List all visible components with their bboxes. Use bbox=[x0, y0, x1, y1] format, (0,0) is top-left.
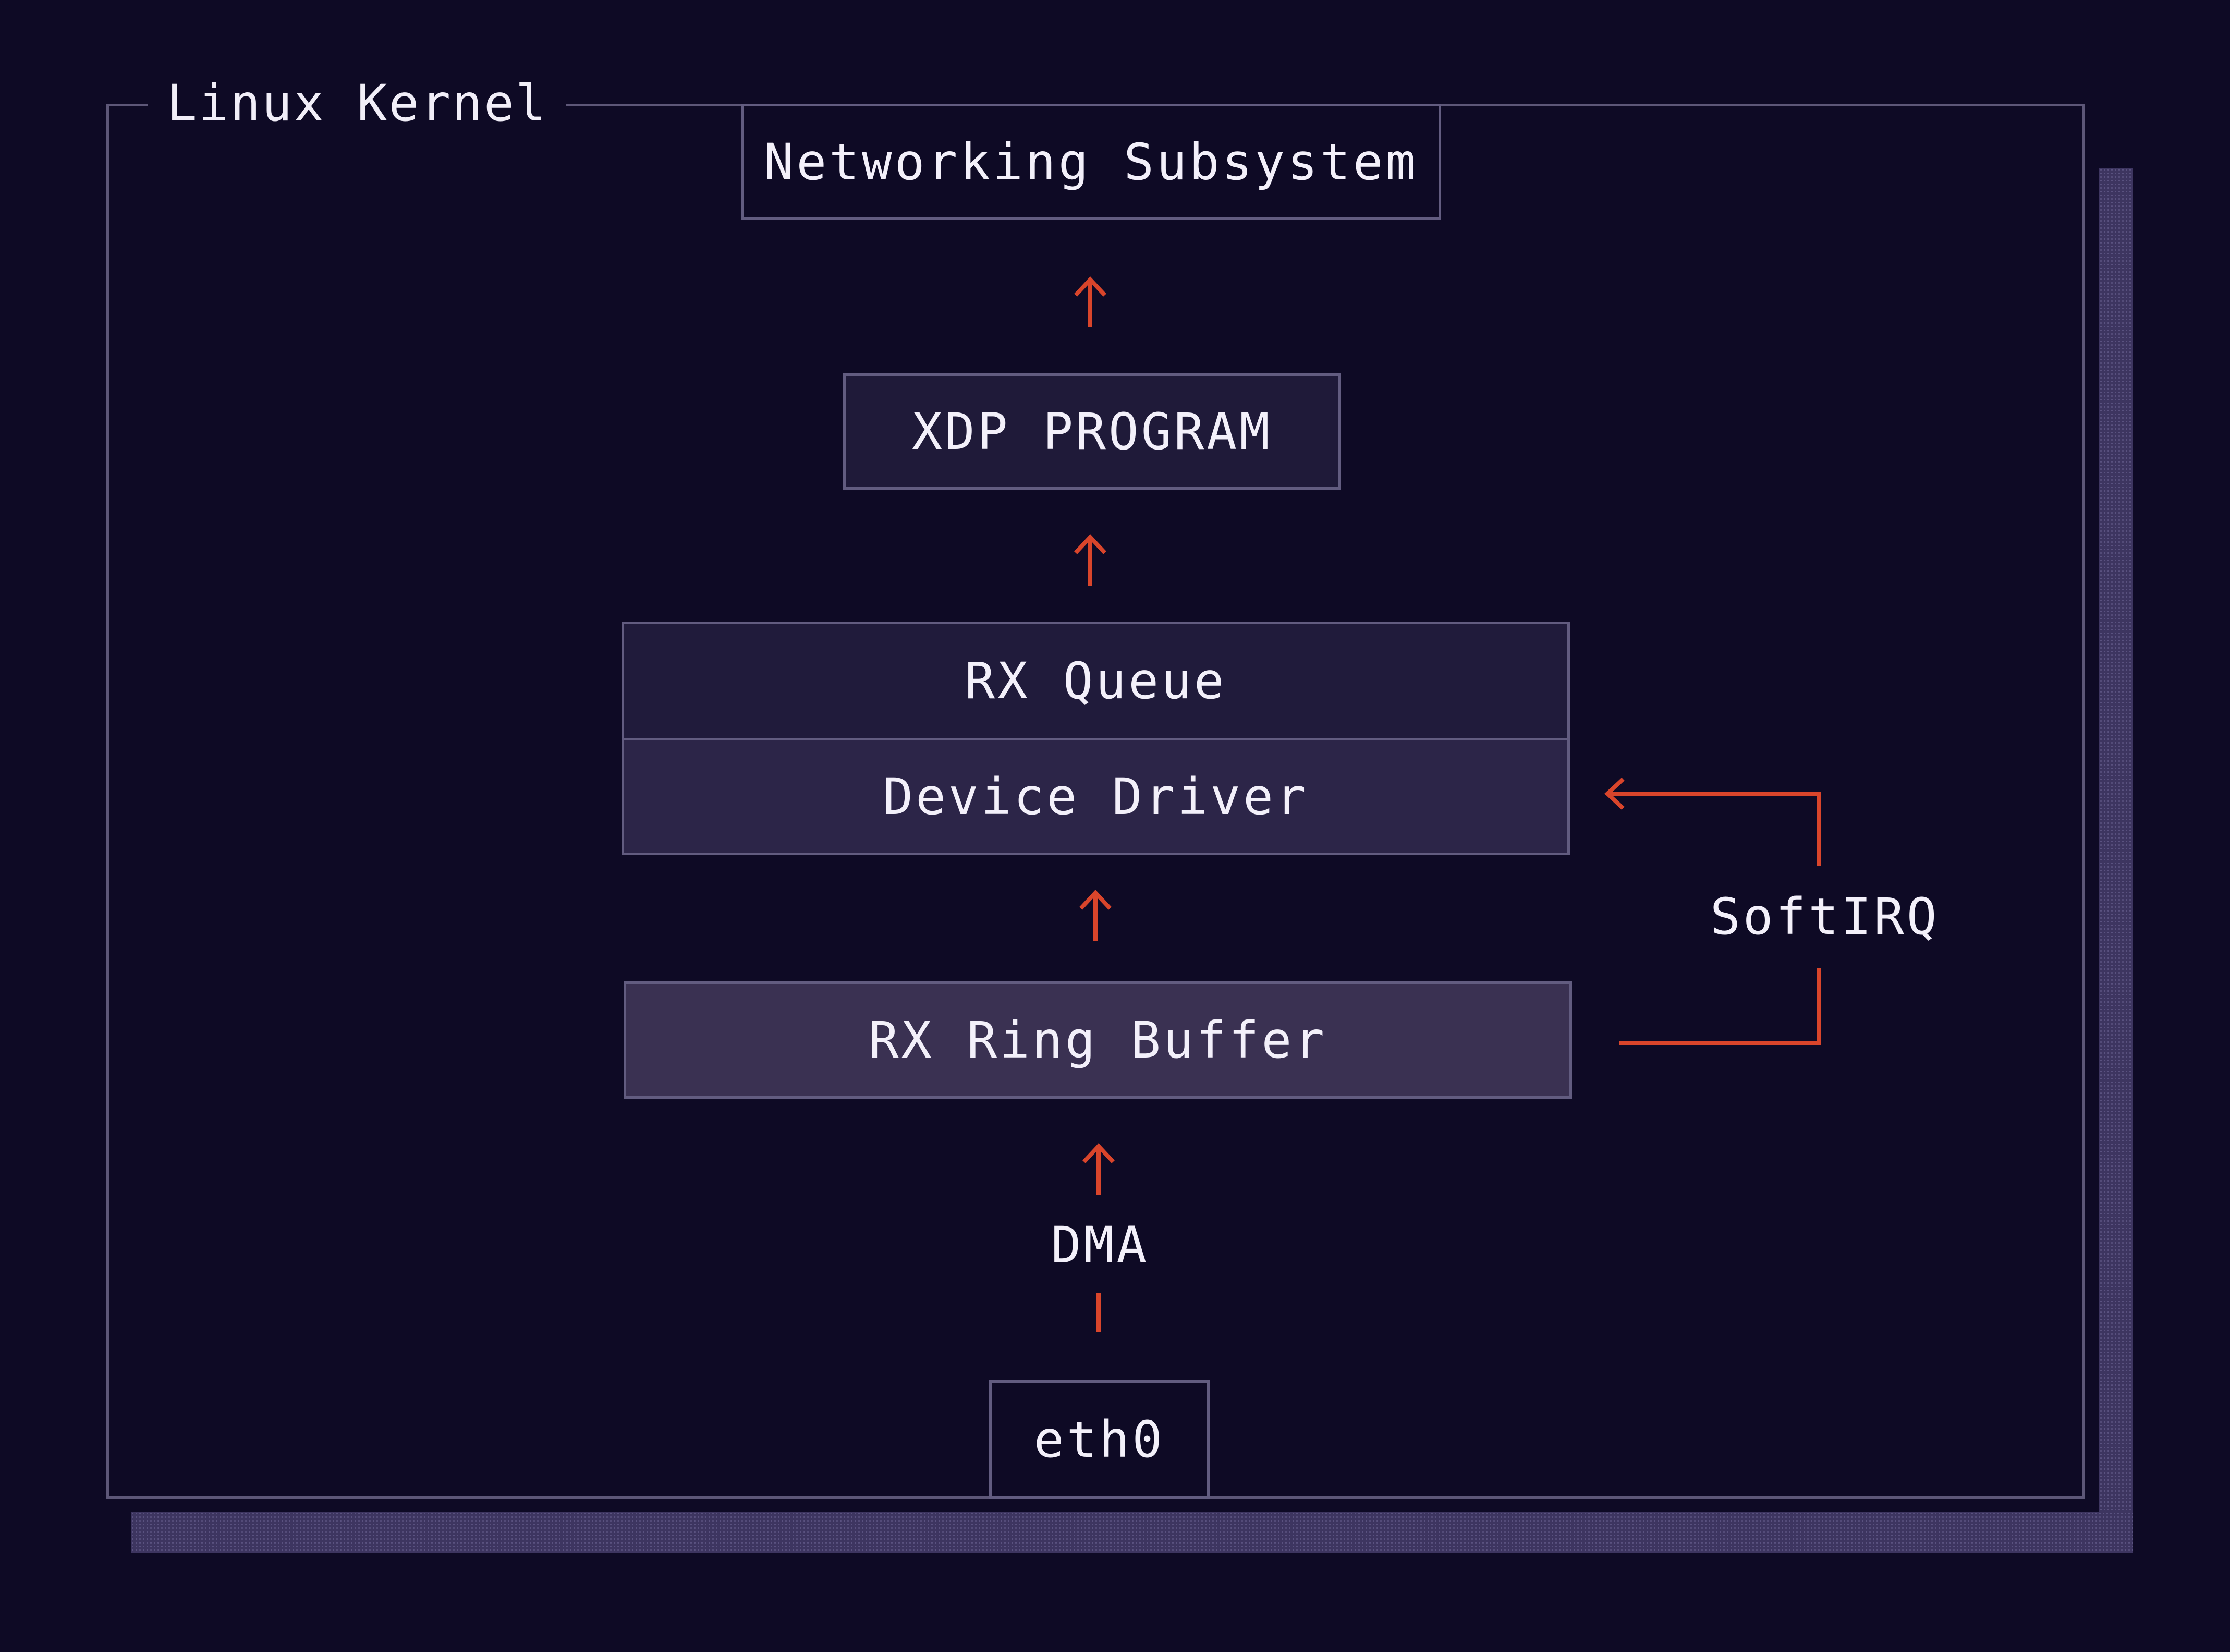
softirq-label: SoftIRQ bbox=[1710, 888, 1940, 946]
arrow-up-icon bbox=[1082, 1143, 1115, 1195]
dma-label: DMA bbox=[1051, 1216, 1150, 1274]
linux-kernel-label: Linux Kernel bbox=[148, 72, 566, 135]
arrow-up-icon bbox=[1074, 276, 1106, 327]
xdp-program-box: XDP PROGRAM bbox=[843, 373, 1341, 490]
arrow-up-icon bbox=[1079, 890, 1112, 941]
softirq-connector-upper bbox=[1608, 792, 1821, 866]
kernel-frame-shadow-right bbox=[2099, 168, 2133, 1553]
kernel-frame-shadow-bottom bbox=[131, 1512, 2133, 1553]
softirq-connector-lower bbox=[1619, 968, 1821, 1045]
eth0-box: eth0 bbox=[989, 1380, 1210, 1499]
device-driver-box: Device Driver bbox=[622, 738, 1570, 855]
rx-ring-buffer-box: RX Ring Buffer bbox=[624, 981, 1572, 1099]
arrow-up-icon bbox=[1074, 534, 1106, 586]
arrow-left-icon bbox=[1604, 778, 1625, 810]
networking-subsystem-box: Networking Subsystem bbox=[741, 104, 1441, 220]
